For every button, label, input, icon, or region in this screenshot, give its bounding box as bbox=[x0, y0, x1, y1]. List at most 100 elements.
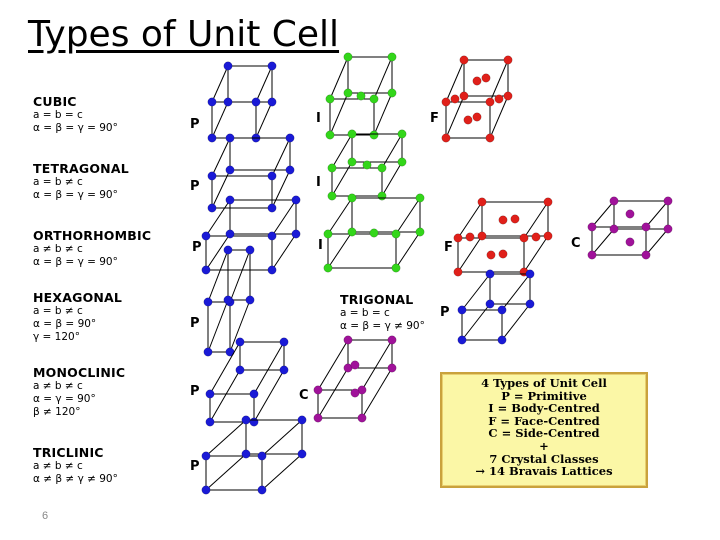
corner-atom bbox=[235, 337, 245, 347]
system-cubic: CUBIC a = b = c α = β = γ = 90° bbox=[33, 94, 118, 135]
system-name: TRICLINIC bbox=[33, 445, 104, 460]
face-centre-atom bbox=[531, 232, 541, 242]
page-number: 6 bbox=[42, 510, 49, 522]
corner-atom bbox=[325, 130, 335, 140]
corner-atom bbox=[203, 297, 213, 307]
legend-line: C = Side-Centred bbox=[488, 426, 600, 441]
legend-line: 4 Types of Unit Cell bbox=[481, 376, 607, 390]
legend-line: 7 Crystal Classes bbox=[489, 451, 599, 466]
system-trigonal: TRIGONAL a = b = c α = β = γ ≠ 90° bbox=[340, 292, 425, 333]
corner-atom bbox=[415, 227, 425, 237]
cell-edge bbox=[331, 161, 353, 197]
corner-atom bbox=[477, 231, 487, 241]
lattice-label-trigonal-p: P bbox=[440, 305, 450, 320]
cell-monoclinic-p bbox=[205, 337, 289, 427]
cell-edge bbox=[445, 95, 465, 139]
corner-atom bbox=[225, 229, 235, 239]
side-centre-atom bbox=[625, 209, 635, 219]
face-centre-atom bbox=[472, 112, 482, 122]
system-param: β ≠ 120° bbox=[33, 406, 81, 418]
corner-atom bbox=[225, 195, 235, 205]
cell-edge bbox=[489, 59, 509, 103]
cell-edge bbox=[331, 133, 353, 169]
corner-atom bbox=[477, 197, 487, 207]
system-param: a = b = c bbox=[340, 307, 390, 319]
cell-edge bbox=[211, 169, 231, 209]
cell-edge bbox=[395, 231, 421, 269]
corner-atom bbox=[485, 133, 495, 143]
corner-atom bbox=[397, 157, 407, 167]
cell-edge bbox=[373, 56, 393, 100]
cell-cubic-p bbox=[207, 61, 277, 143]
corner-atom bbox=[347, 129, 357, 139]
corner-atom bbox=[663, 196, 673, 206]
cell-trigonal-p bbox=[457, 269, 535, 345]
corner-atom bbox=[291, 195, 301, 205]
system-name: CUBIC bbox=[33, 94, 77, 109]
cell-tetragonal-i bbox=[327, 129, 407, 201]
corner-atom bbox=[369, 94, 379, 104]
corner-atom bbox=[201, 265, 211, 275]
side-centre-atom bbox=[350, 388, 360, 398]
corner-atom bbox=[207, 203, 217, 213]
corner-atom bbox=[503, 55, 513, 65]
face-centre-atom bbox=[486, 250, 496, 260]
legend-box: 4 Types of Unit Cell P = Primitive I = B… bbox=[440, 372, 648, 488]
corner-atom bbox=[391, 229, 401, 239]
cell-edge bbox=[395, 197, 421, 235]
body-centre-atom bbox=[356, 91, 366, 101]
lattice-label-tetragonal-i: I bbox=[316, 175, 321, 190]
slide-title: Types of Unit Cell bbox=[28, 14, 340, 55]
corner-atom bbox=[267, 61, 277, 71]
cell-edge bbox=[361, 367, 393, 419]
corner-atom bbox=[235, 365, 245, 375]
corner-atom bbox=[543, 231, 553, 241]
system-param: α = β = γ = 90° bbox=[33, 189, 118, 201]
face-centre-atom bbox=[463, 115, 473, 125]
cell-edge bbox=[271, 137, 291, 177]
corner-atom bbox=[207, 133, 217, 143]
corner-atom bbox=[347, 157, 357, 167]
face-centre-atom bbox=[450, 94, 460, 104]
system-param: α = β = γ ≠ 90° bbox=[340, 320, 425, 332]
system-param: a = b ≠ c bbox=[33, 176, 83, 188]
cell-edge bbox=[457, 201, 483, 239]
cell-edge bbox=[461, 303, 491, 341]
corner-atom bbox=[497, 335, 507, 345]
cell-edge bbox=[457, 235, 483, 273]
cell-triclinic-p bbox=[201, 415, 307, 495]
cell-edge bbox=[255, 65, 273, 103]
cell-edge bbox=[381, 133, 403, 169]
cell-edge bbox=[591, 200, 615, 228]
cell-orthorhombic-f bbox=[453, 197, 553, 277]
corner-atom bbox=[279, 337, 289, 347]
corner-atom bbox=[205, 389, 215, 399]
system-param: a ≠ b ≠ c bbox=[33, 243, 83, 255]
cell-edge bbox=[255, 101, 273, 139]
corner-atom bbox=[357, 413, 367, 423]
corner-atom bbox=[223, 245, 233, 255]
corner-atom bbox=[201, 231, 211, 241]
system-name: TETRAGONAL bbox=[33, 161, 129, 176]
cell-hexagonal-p bbox=[203, 245, 255, 357]
corner-atom bbox=[249, 389, 259, 399]
corner-atom bbox=[497, 305, 507, 315]
cell-edge bbox=[523, 201, 549, 239]
corner-atom bbox=[641, 222, 651, 232]
lattice-label-orthorhombic-p: P bbox=[192, 240, 202, 255]
cell-edge bbox=[361, 339, 393, 391]
cell-edge bbox=[209, 369, 241, 423]
corner-atom bbox=[525, 269, 535, 279]
cell-orthorhombic-c bbox=[587, 196, 673, 260]
corner-atom bbox=[241, 449, 251, 459]
lattice-label-orthorhombic-c: C bbox=[571, 236, 581, 251]
cell-edge bbox=[329, 92, 349, 136]
face-centre-atom bbox=[510, 214, 520, 224]
cell-edge bbox=[317, 367, 349, 419]
system-name: HEXAGONAL bbox=[33, 290, 123, 305]
corner-atom bbox=[201, 451, 211, 461]
system-param: α = β = γ = 90° bbox=[33, 256, 118, 268]
corner-atom bbox=[313, 413, 323, 423]
corner-atom bbox=[485, 269, 495, 279]
system-name: TRIGONAL bbox=[340, 292, 414, 307]
